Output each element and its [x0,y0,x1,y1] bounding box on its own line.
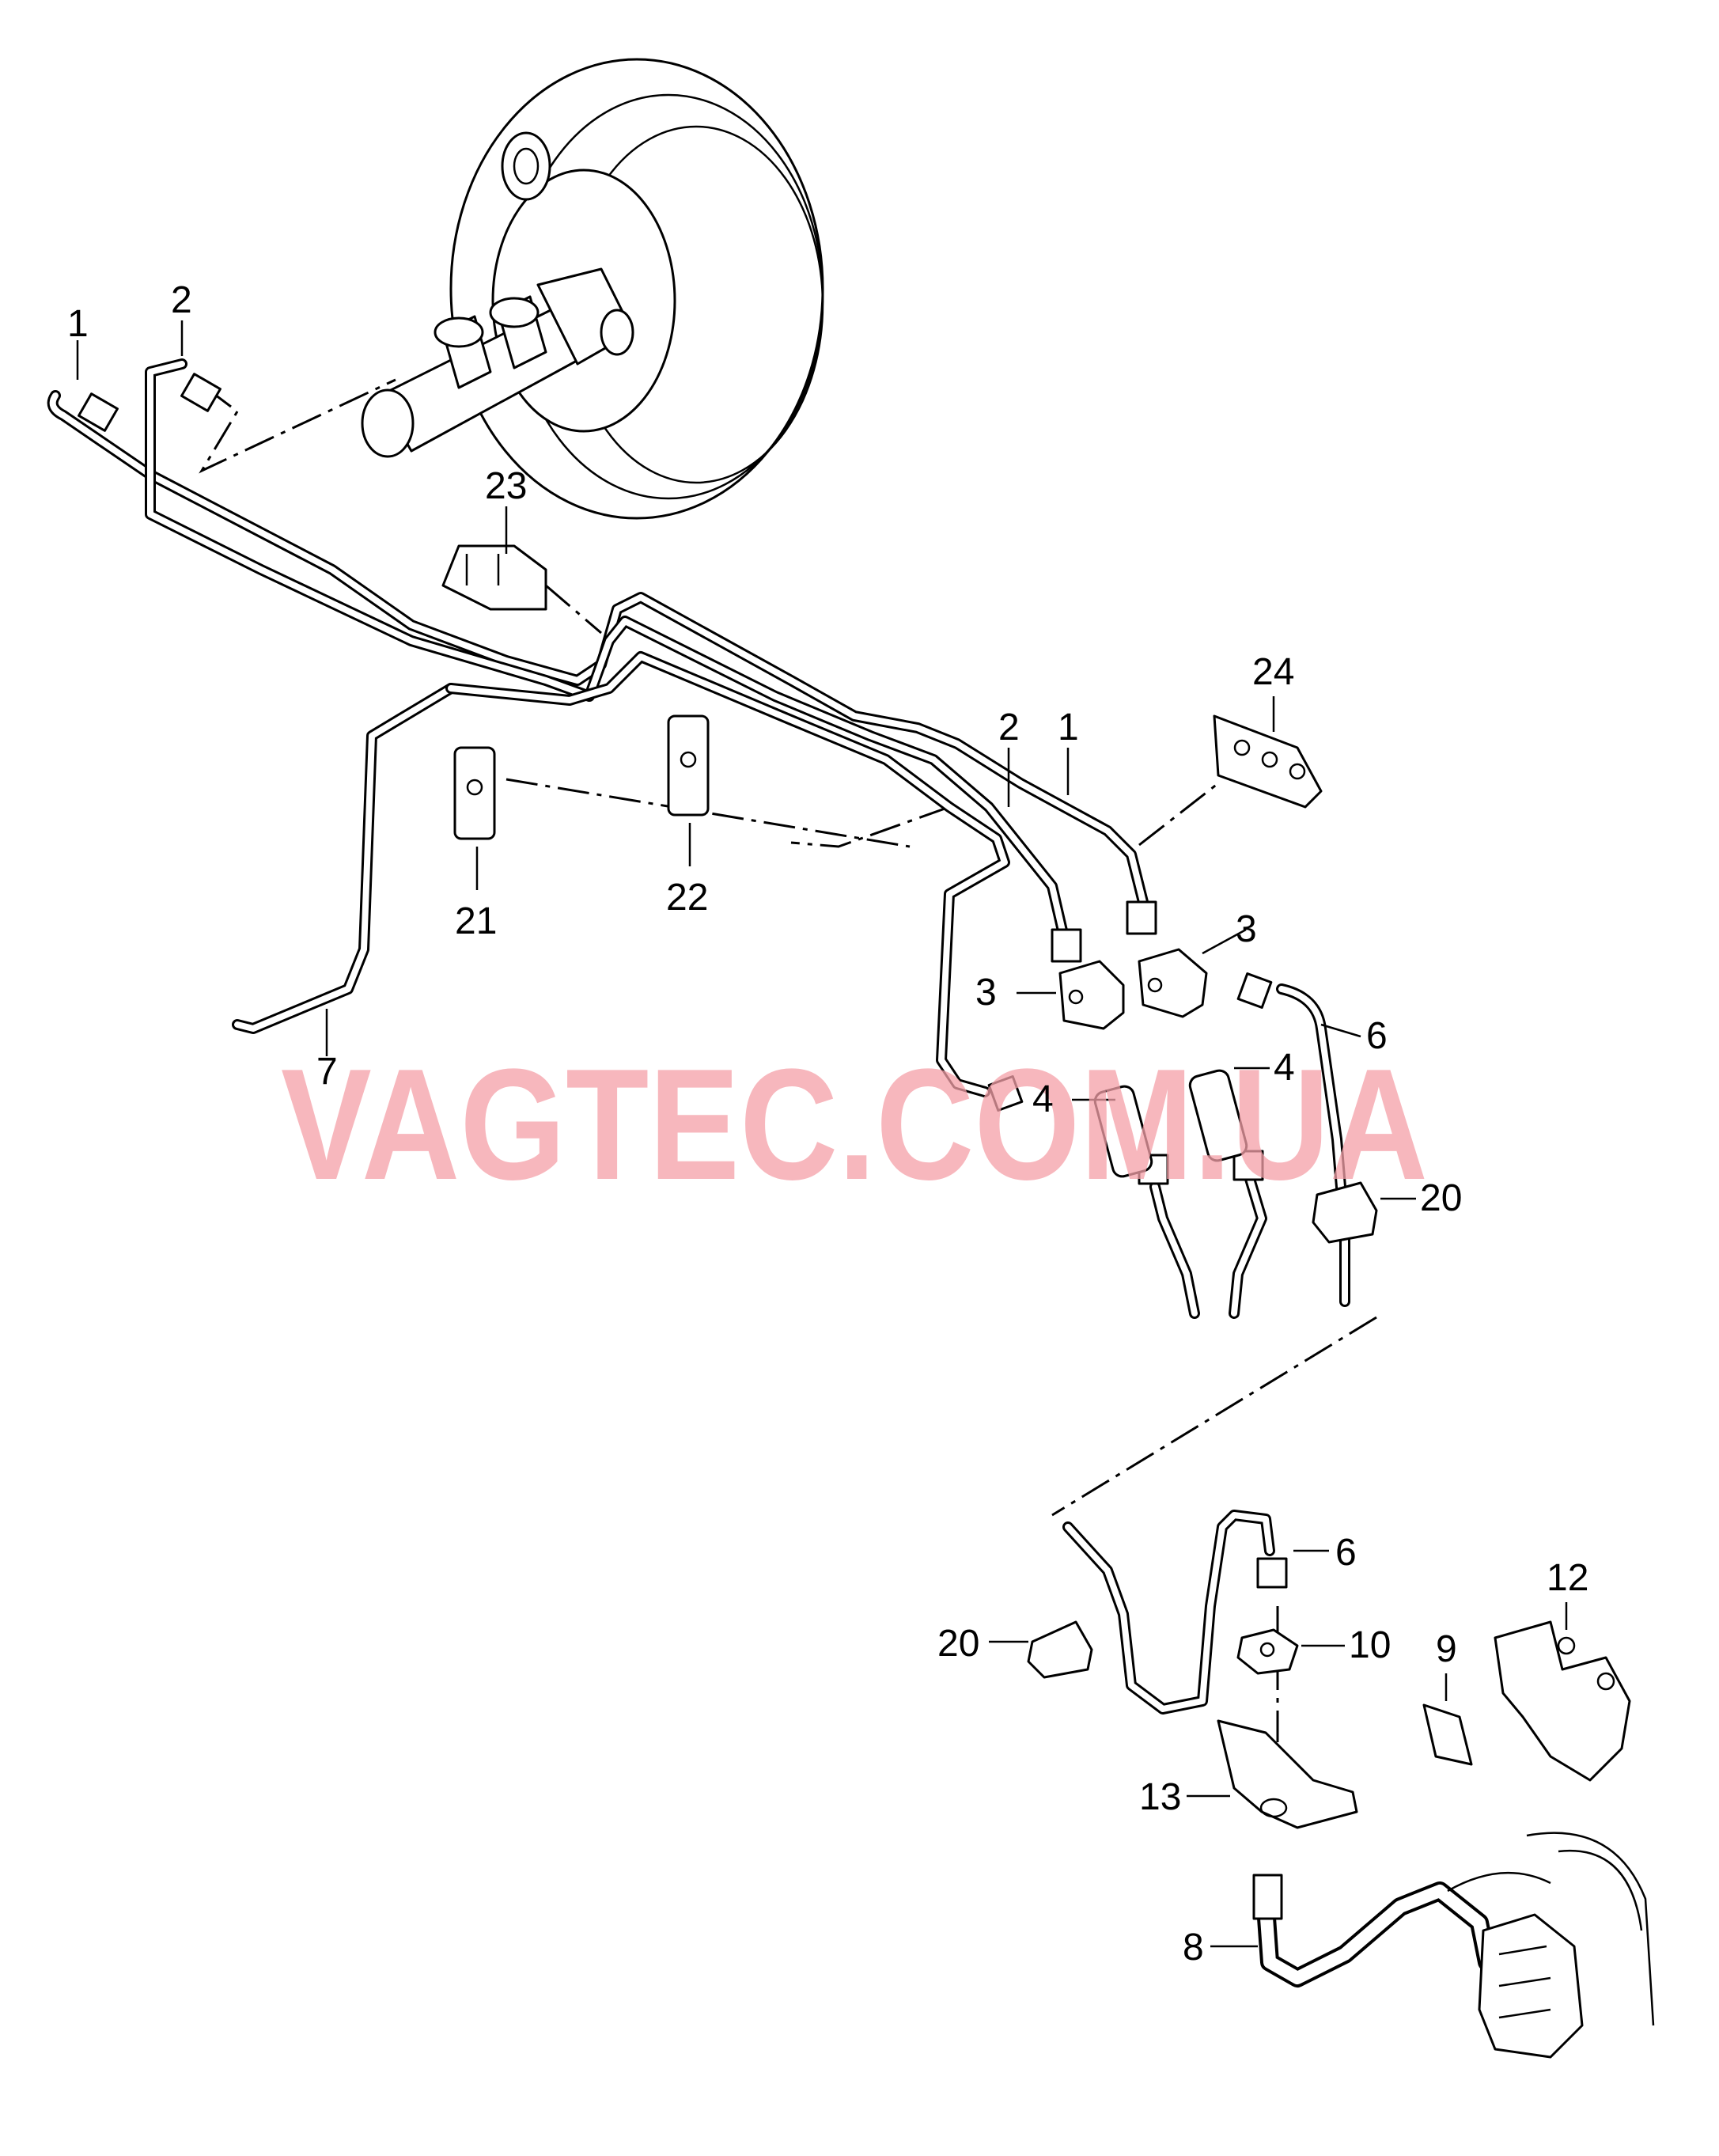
callout-3: 3 [975,972,997,1014]
pressure-regulator-left [1093,1085,1153,1178]
pressure-regulator-right [1188,1069,1248,1162]
clip-21 [453,746,496,840]
clip-24 [1213,714,1323,809]
callout-12: 12 [1547,1557,1588,1599]
callout-20: 20 [937,1623,979,1665]
retaining-clip-9 [1422,1703,1473,1766]
callout-4: 4 [1274,1047,1295,1089]
callout-8: 8 [1183,1927,1204,1968]
brake-caliper [1447,1832,1655,2059]
clip-20-upper [1312,1181,1378,1244]
callout-1: 1 [67,303,89,345]
callout-22: 22 [666,877,708,919]
bracket-13 [1217,1719,1358,1829]
callout-9: 9 [1436,1628,1457,1670]
brake-pipes [47,358,1350,1715]
clip-22 [667,714,710,817]
callout-10: 10 [1349,1624,1391,1666]
callout-leaders [76,320,1568,1948]
callout-21: 21 [455,900,497,942]
bracket-12 [1494,1620,1631,1782]
callout-20: 20 [1420,1177,1462,1219]
callout-3: 3 [1236,908,1257,950]
callout-7: 7 [316,1051,338,1093]
callout-24: 24 [1252,651,1294,693]
brake-distributor-left [1058,960,1125,1030]
callout-6: 6 [1335,1532,1357,1574]
brake-hose [1252,1874,1497,1987]
callout-1: 1 [1058,707,1079,748]
brake-distributor-right [1138,948,1208,1018]
callout-23: 23 [485,465,527,507]
clip-10 [1236,1628,1299,1675]
master-cylinder [361,267,634,458]
callout-2: 2 [998,707,1020,748]
brake-booster [449,58,824,520]
callout-6: 6 [1366,1015,1388,1057]
callout-4: 4 [1032,1078,1054,1120]
callout-labels: 1 2 23 24 2 1 21 22 3 3 6 7 4 4 20 6 12 … [67,279,1588,1968]
watermark: VAGTEC.COM.UA [281,1036,1428,1213]
callout-2: 2 [171,279,192,321]
callout-13: 13 [1139,1776,1181,1818]
clip-20-lower [1027,1620,1093,1679]
clip-23 [441,544,547,611]
